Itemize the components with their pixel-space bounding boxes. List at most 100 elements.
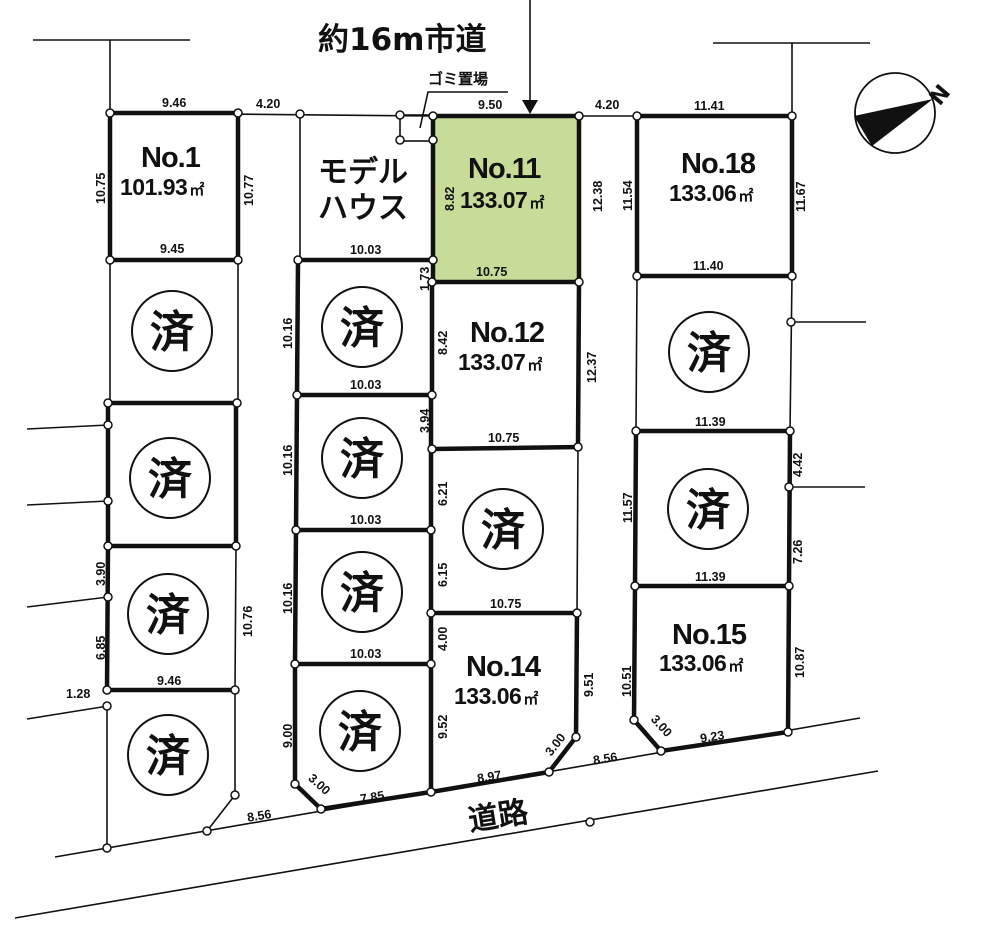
svg-text:11.41: 11.41 <box>694 99 725 113</box>
sold-right-2: 済 <box>667 468 749 550</box>
svg-text:4.20: 4.20 <box>256 97 280 111</box>
svg-text:済: 済 <box>481 505 526 556</box>
svg-text:6.15: 6.15 <box>436 563 450 587</box>
svg-text:済: 済 <box>687 328 732 379</box>
lot-no15-number: No.15 <box>672 619 747 651</box>
svg-text:10.03: 10.03 <box>350 243 381 257</box>
svg-text:3.94: 3.94 <box>418 409 432 433</box>
svg-text:11.57: 11.57 <box>621 492 635 523</box>
lot-no14-number: No.14 <box>466 651 541 683</box>
svg-text:4.20: 4.20 <box>595 98 619 112</box>
svg-text:10.75: 10.75 <box>490 597 521 611</box>
svg-text:10.77: 10.77 <box>242 175 256 206</box>
svg-text:10.16: 10.16 <box>281 583 295 614</box>
right-column-lots <box>632 275 793 589</box>
svg-text:10.03: 10.03 <box>350 513 381 527</box>
svg-text:3.00: 3.00 <box>306 771 333 798</box>
middle-column-lots <box>291 113 436 813</box>
lot-no11-fill <box>433 116 579 282</box>
svg-text:3.00: 3.00 <box>648 712 675 739</box>
svg-text:済: 済 <box>686 485 731 536</box>
sold-marks: 済 済 済 済 済 済 済 済 済 済 済 <box>127 286 750 796</box>
svg-text:10.76: 10.76 <box>241 606 255 637</box>
svg-text:11.39: 11.39 <box>695 415 726 429</box>
lot-no1-number: No.1 <box>141 142 201 174</box>
svg-text:8.42: 8.42 <box>436 331 450 355</box>
sold-center: 済 <box>462 488 544 570</box>
svg-text:済: 済 <box>146 731 191 782</box>
svg-text:9.00: 9.00 <box>281 724 295 748</box>
center-sold-lot <box>428 446 580 616</box>
svg-text:11.39: 11.39 <box>695 570 726 584</box>
sold-mid-4: 済 <box>319 690 401 772</box>
lot-no18-number: No.18 <box>681 148 756 180</box>
svg-text:済: 済 <box>146 590 191 641</box>
svg-text:10.16: 10.16 <box>281 318 295 349</box>
svg-text:8.97: 8.97 <box>476 768 502 786</box>
sold-left-4: 済 <box>127 714 209 796</box>
svg-text:12.37: 12.37 <box>585 352 599 383</box>
survey-points <box>102 108 797 853</box>
svg-text:9.51: 9.51 <box>582 673 596 697</box>
svg-text:12.38: 12.38 <box>591 181 605 212</box>
sold-left-1: 済 <box>131 290 213 372</box>
sold-left-2: 済 <box>129 437 211 519</box>
svg-text:6.85: 6.85 <box>94 636 108 660</box>
svg-text:8.56: 8.56 <box>592 750 618 768</box>
svg-text:済: 済 <box>340 434 385 485</box>
svg-text:済: 済 <box>340 303 385 354</box>
sold-right-1: 済 <box>668 311 750 393</box>
lot-no11-number: No.11 <box>468 153 541 185</box>
svg-text:10.75: 10.75 <box>476 265 507 279</box>
svg-text:8.82: 8.82 <box>443 187 457 211</box>
sold-mid-2: 済 <box>321 417 403 499</box>
svg-text:済: 済 <box>150 307 195 358</box>
svg-text:10.51: 10.51 <box>620 666 634 697</box>
lot-model-house[interactable]: モデル ハウス <box>299 114 434 260</box>
svg-text:9.23: 9.23 <box>699 728 725 746</box>
svg-text:1.28: 1.28 <box>66 687 90 701</box>
svg-text:9.52: 9.52 <box>436 715 450 739</box>
model-house-label-2: ハウス <box>318 191 408 226</box>
svg-text:済: 済 <box>148 454 193 505</box>
svg-text:6.21: 6.21 <box>436 482 450 506</box>
svg-text:9.46: 9.46 <box>157 674 181 688</box>
svg-text:済: 済 <box>338 707 383 758</box>
svg-text:11.54: 11.54 <box>621 180 635 211</box>
svg-text:7.26: 7.26 <box>791 540 805 564</box>
svg-text:10.87: 10.87 <box>793 647 807 678</box>
svg-text:7.85: 7.85 <box>359 788 385 806</box>
svg-text:済: 済 <box>340 568 385 619</box>
sold-left-3: 済 <box>127 573 209 655</box>
svg-text:9.50: 9.50 <box>478 98 502 112</box>
svg-text:4.00: 4.00 <box>436 627 450 651</box>
road-title: 約16m市道 <box>318 22 486 58</box>
svg-text:10.03: 10.03 <box>350 647 381 661</box>
svg-text:3.90: 3.90 <box>94 562 108 586</box>
lot-no12-number: No.12 <box>470 317 544 349</box>
dimension-labels: 9.46 4.20 9.50 4.20 11.41 9.45 10.03 10.… <box>66 96 808 825</box>
entrance-arrow-icon <box>522 0 538 114</box>
svg-text:9.46: 9.46 <box>162 96 186 110</box>
svg-text:8.56: 8.56 <box>246 807 272 825</box>
sold-mid-3: 済 <box>321 551 403 633</box>
svg-text:10.03: 10.03 <box>350 378 381 392</box>
svg-text:10.75: 10.75 <box>94 173 108 204</box>
sold-mid-1: 済 <box>321 286 403 368</box>
svg-text:11.40: 11.40 <box>693 259 724 273</box>
svg-text:4.42: 4.42 <box>791 453 805 477</box>
svg-text:9.45: 9.45 <box>160 242 184 256</box>
